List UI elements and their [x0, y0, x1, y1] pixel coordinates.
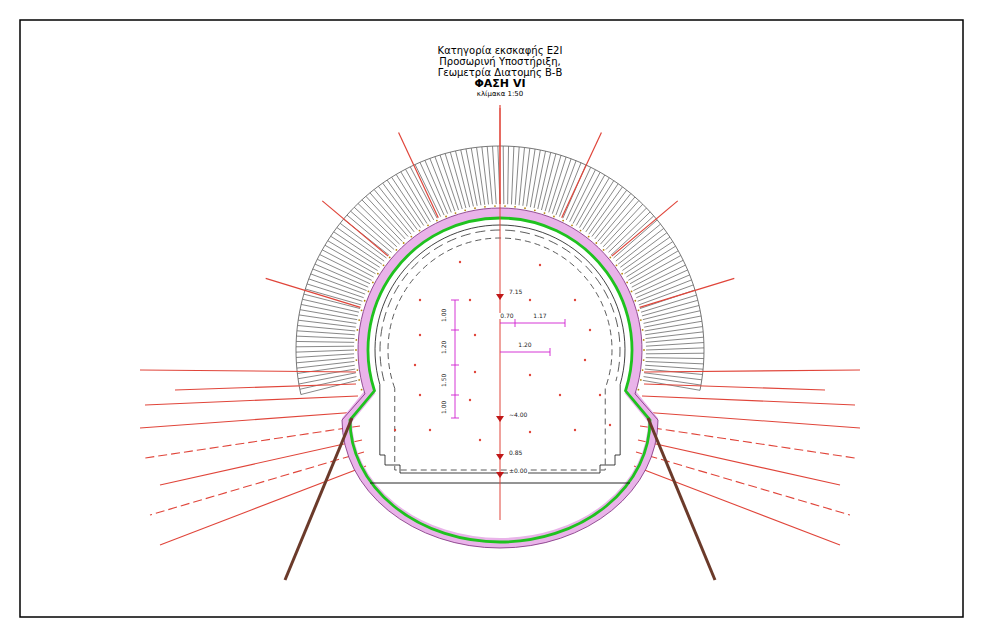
dimension-label: 0.70 [499, 313, 514, 320]
title-line: κλίμακα 1:50 [477, 91, 523, 99]
dimension-label: 0.85 [508, 450, 523, 457]
dimension-label: 1.17 [532, 313, 547, 320]
rock-bolts [140, 105, 860, 545]
title-line: Προσωρινή Υποστήριξη, [439, 56, 560, 67]
title-line: Γεωμετρία Διατομής Β-Β [438, 67, 563, 78]
title-line: ΦΑΣΗ VI [474, 78, 525, 90]
dimension-label: ±0.00 [508, 468, 528, 475]
drawing-title: Κατηγορία εκσκαφής E2I [438, 45, 563, 56]
level-markers [496, 294, 504, 478]
dimension-label: 1.00 [442, 307, 449, 322]
micropile [285, 418, 352, 580]
dimension-label: 1.20 [517, 342, 532, 349]
micropile [648, 418, 715, 580]
dimension-label: 7.15 [508, 289, 523, 296]
dimension-lines [451, 300, 565, 418]
dimension-label: 1.50 [442, 372, 449, 387]
dimension-label: ~4.00 [508, 412, 528, 419]
blast-holes [394, 261, 611, 441]
dimension-label: 1.20 [442, 339, 449, 354]
dimension-label: 1.00 [442, 399, 449, 414]
drawing-frame [20, 20, 963, 617]
